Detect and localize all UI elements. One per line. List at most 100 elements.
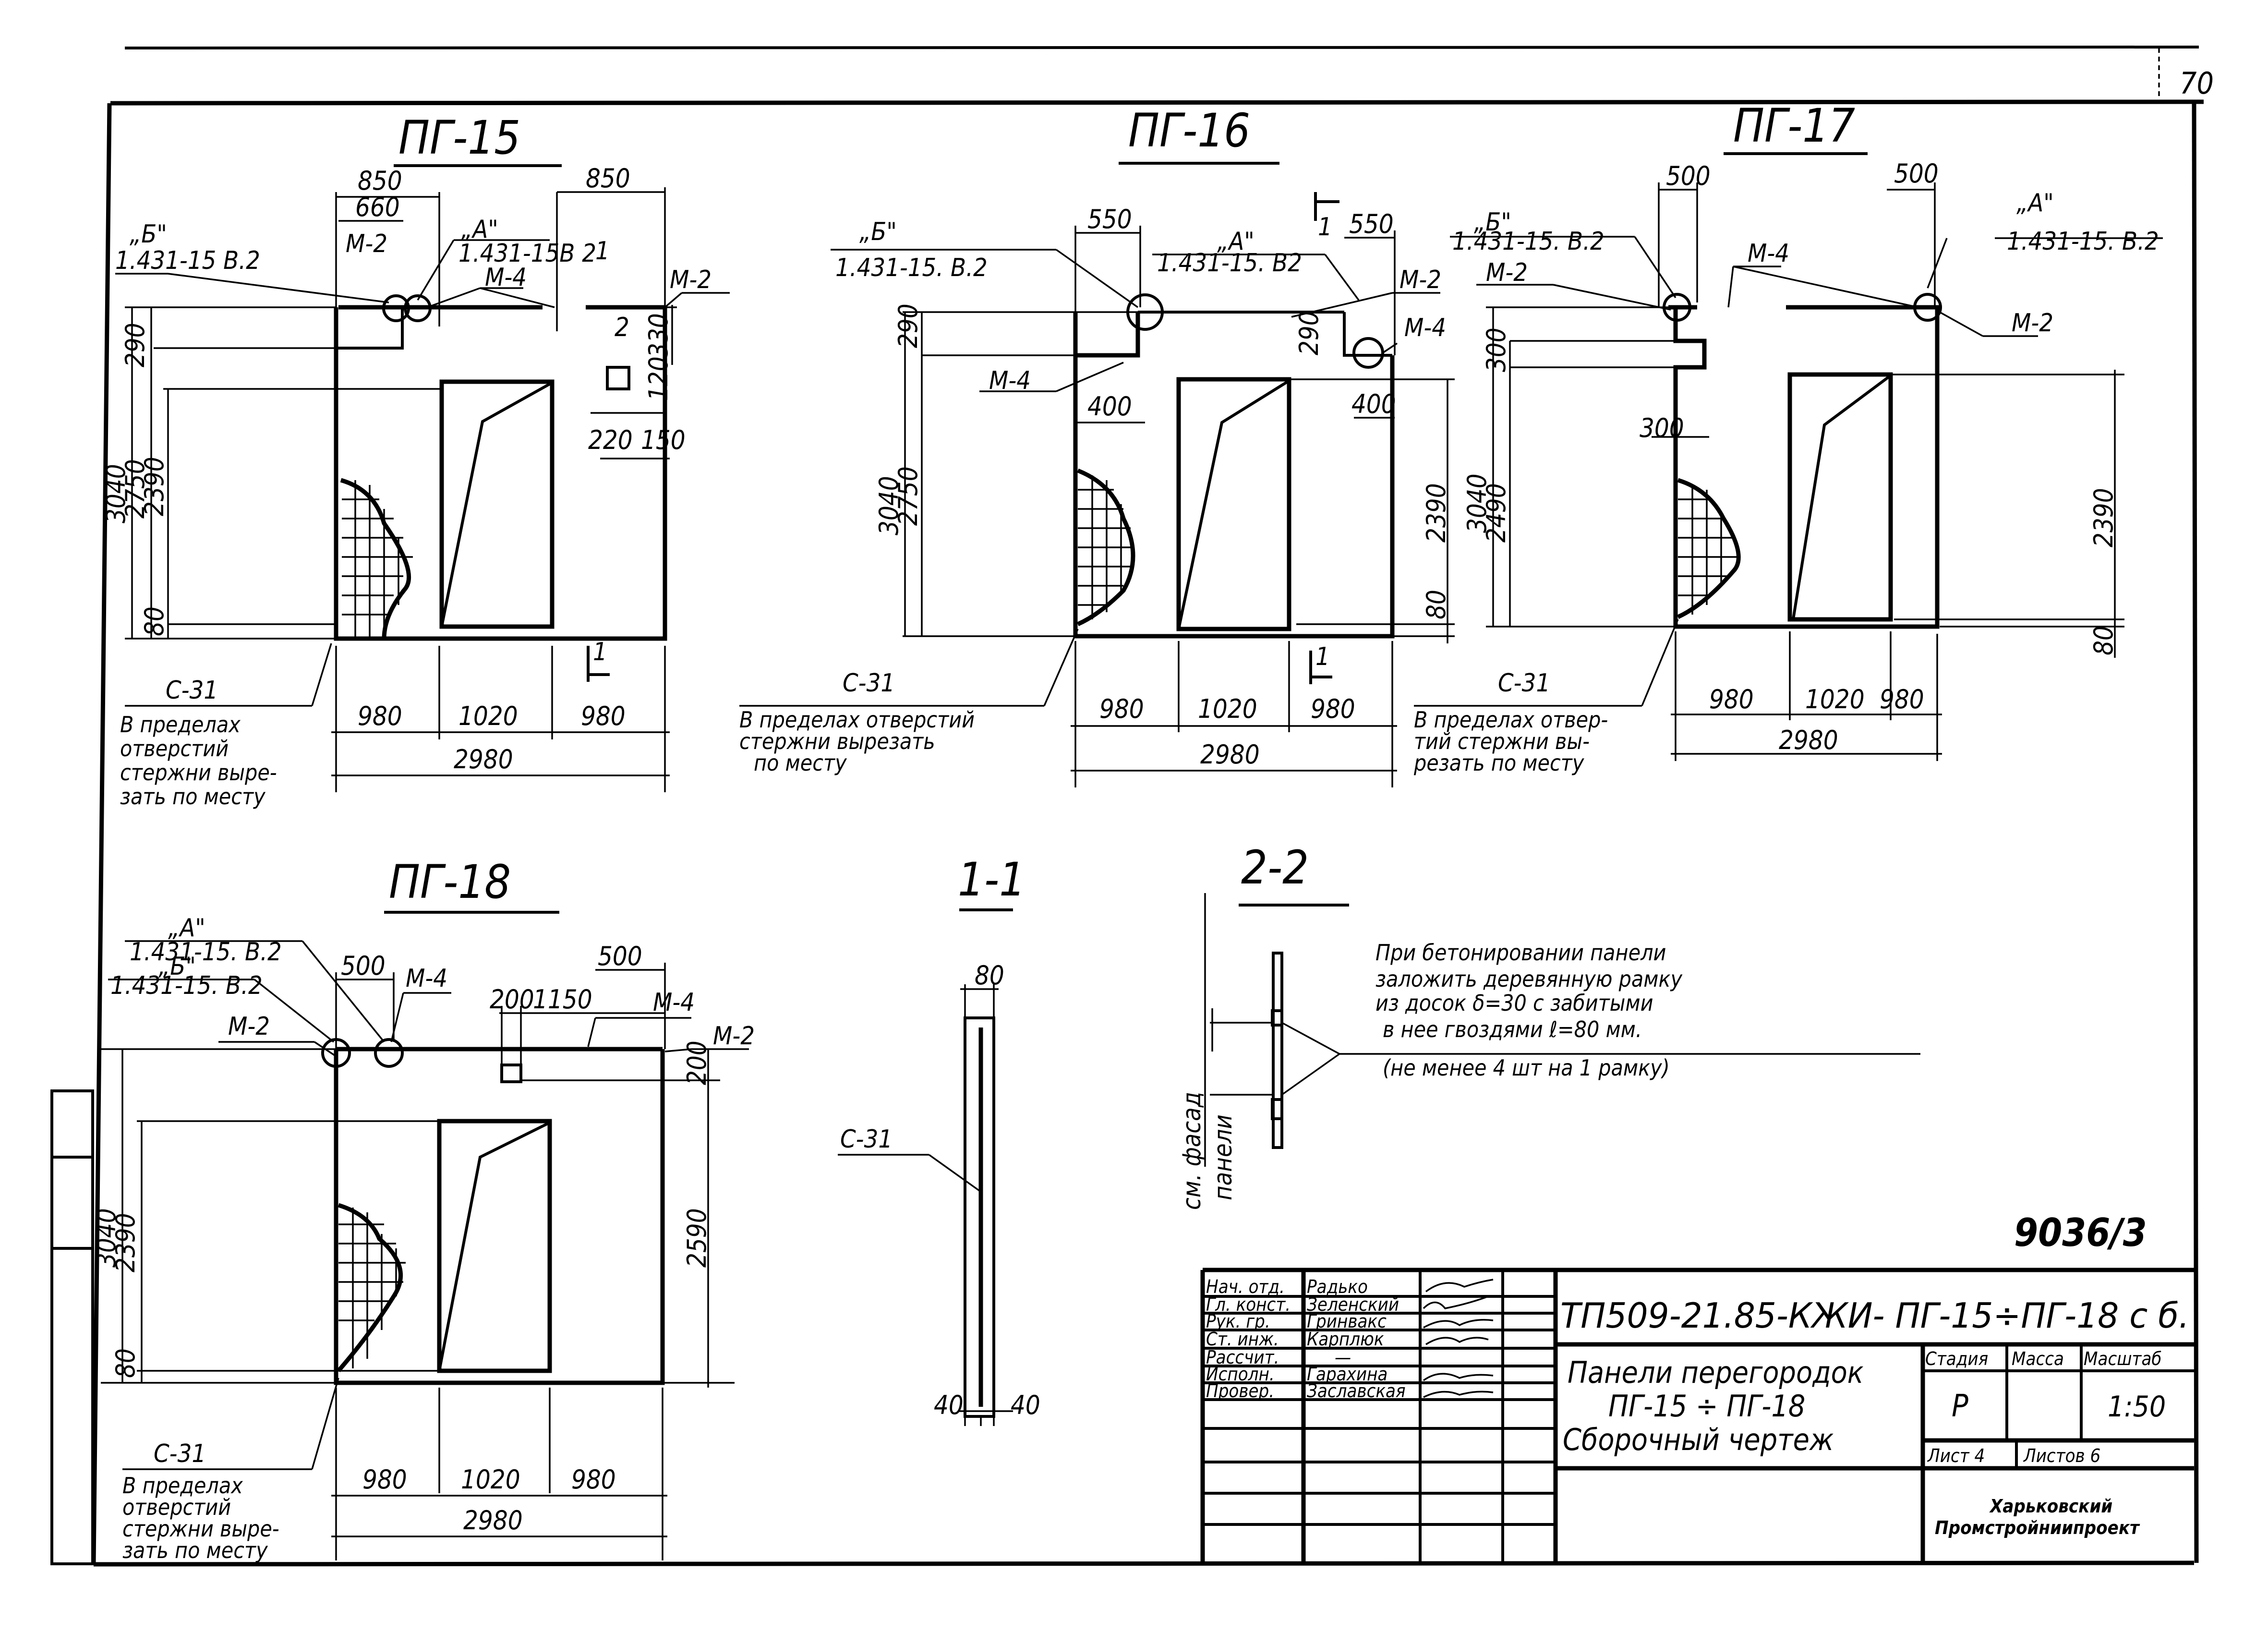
label-m2-left: М-2 <box>346 230 387 258</box>
dim: 980 <box>362 1464 407 1495</box>
mass-header: Масса <box>2012 1348 2064 1369</box>
role: Нач. отд. <box>1206 1276 1285 1297</box>
callout-a-ref: 1.431-15В 2 <box>458 239 596 268</box>
signatures <box>1423 1279 1494 1398</box>
stage-value: Р <box>1952 1389 1968 1424</box>
dim: 40 <box>1011 1390 1040 1420</box>
label-m2-left: М-2 <box>1486 258 1528 287</box>
callout-b-mark: „Б" <box>158 952 196 981</box>
dim: 80 <box>975 960 1004 991</box>
dim: 300 <box>1481 327 1511 372</box>
panel-pg16: ПГ-16 „Б" 1.431-15. В.2 „А" 1.431-15. В2… <box>739 104 1455 787</box>
svg-text:зать по месту: зать по месту <box>122 1537 268 1563</box>
svg-text:в нее гвоздями ℓ=80 мм.: в нее гвоздями ℓ=80 мм. <box>1383 1016 1642 1042</box>
mesh-hatch <box>337 1203 406 1372</box>
callout-a-mark: „А" <box>2016 189 2054 218</box>
svg-text:В пределах: В пределах <box>122 1473 243 1499</box>
dim: 500 <box>1666 161 1711 191</box>
dim: 850 <box>586 163 630 193</box>
callout-a-mark: „А" <box>168 914 205 943</box>
dim: 290 <box>1294 311 1324 355</box>
dim-total: 2980 <box>463 1505 523 1535</box>
svg-text:зать по месту: зать по месту <box>120 784 265 810</box>
label-m4: М-4 <box>485 263 527 292</box>
dim: 400 <box>1351 389 1396 419</box>
svg-text:Панели перегородок: Панели перегородок <box>1568 1355 1864 1390</box>
section-1-mark: 1 <box>1318 213 1332 242</box>
signature-rows: Нач. отд. Радько Гл. конст. Зеленский Ру… <box>1206 1276 1406 1402</box>
svg-text:стержни выре-: стержни выре- <box>120 760 277 786</box>
dim: 2590 <box>682 1208 712 1268</box>
dim: 2390 <box>110 1213 141 1272</box>
panel-title: ПГ-18 <box>389 855 511 909</box>
label-m2-right: М-2 <box>2012 309 2053 338</box>
svg-text:В пределах отверстий: В пределах отверстий <box>739 707 975 733</box>
dim: 220 <box>588 425 633 455</box>
mesh-hatch <box>1677 478 1741 619</box>
label-m4-left: М-4 <box>406 964 447 993</box>
svg-text:(не менее 4 шт на 1 рамку): (не менее 4 шт на 1 рамку) <box>1383 1055 1670 1081</box>
callout-a-ref: 1.431-15. В.2 <box>2007 227 2159 256</box>
label-c31: С-31 <box>843 669 895 698</box>
dim: 500 <box>1894 158 1939 189</box>
callout-b-ref: 1.431-15 В.2 <box>115 246 260 275</box>
title-block: Нач. отд. Радько Гл. конст. Зеленский Ру… <box>1200 1268 2194 1563</box>
callout-b-ref: 1.431-15. В.2 <box>110 971 263 1000</box>
stage-header: Стадия <box>1925 1348 1988 1369</box>
label-c31: С-31 <box>840 1125 893 1154</box>
dim: 2490 <box>1481 483 1511 543</box>
dim: 980 <box>1709 684 1754 714</box>
archive-number: 9036/3 <box>2014 1210 2147 1255</box>
page-number: 70 <box>2180 66 2214 101</box>
role: Провер. <box>1206 1380 1274 1402</box>
svg-text:по месту: по месту <box>754 750 847 776</box>
dim: 660 <box>355 192 400 222</box>
dim: 3040 <box>1462 473 1492 533</box>
dim: 3040 <box>101 464 131 523</box>
panel-pg18: ПГ-18 „А" 1.431-15. В.2 „Б" 1.431-15. В.… <box>91 855 755 1563</box>
svg-text:Харьковский: Харьковский <box>1989 1496 2112 1517</box>
label-m2-right: М-2 <box>713 1022 755 1051</box>
svg-text:стержни выре-: стержни выре- <box>122 1516 279 1542</box>
section-title: 1-1 <box>958 853 1025 907</box>
mesh-hatch <box>1077 468 1135 627</box>
dim: 290 <box>120 323 150 367</box>
callout-b-ref: 1.431-15. В.2 <box>835 254 988 282</box>
dim: 120 <box>643 356 674 401</box>
dim: 3040 <box>874 476 904 535</box>
callout-b-mark: „Б" <box>130 220 167 249</box>
name: Гринвакс <box>1307 1311 1387 1332</box>
panel-note: В пределах отвер- тий стержни вы- резать… <box>1413 707 1608 776</box>
role: Ст. инж. <box>1206 1329 1279 1350</box>
dim: 300 <box>1640 413 1684 443</box>
panel-pg15: ПГ-15 „Б" 1.431-15 В.2 „А" 1.431-15В 2 М… <box>101 111 730 810</box>
title-block-grid <box>1203 1295 1556 1526</box>
section-2-mark: 2 <box>615 312 629 342</box>
dim: 2390 <box>1421 483 1451 543</box>
dim: 150 <box>641 425 686 455</box>
dim: 850 <box>358 166 402 196</box>
dim: 80 <box>139 606 169 636</box>
callout-b-ref: 1.431-15. В.2 <box>1452 227 1604 256</box>
dim: 1020 <box>458 701 518 731</box>
svg-text:Промстройниипроект: Промстройниипроект <box>1935 1517 2140 1538</box>
dim: 1020 <box>1805 684 1865 714</box>
panel-note: В пределах отверстий стержни выре- зать … <box>120 712 277 810</box>
dim: 80 <box>110 1348 141 1378</box>
section-1-mark: 1 <box>1315 642 1330 671</box>
sheet-count: Листов 6 <box>2023 1445 2100 1466</box>
callout-b-mark: „Б" <box>1474 208 1511 237</box>
organization: Харьковский Промстройниипроект <box>1935 1496 2140 1538</box>
name: — <box>1335 1347 1351 1368</box>
dim: 500 <box>341 951 386 981</box>
section-2-2: 2-2 см. фасад панели При бетонировании п… <box>1178 841 1920 1210</box>
document-code: ТП509-21.85-КЖИ- ПГ-15÷ПГ-18 с б. <box>1560 1295 2189 1336</box>
panel-note: В пределах отверстий стержни вырезать по… <box>739 707 975 776</box>
panel-title: ПГ-17 <box>1733 99 1855 153</box>
svg-text:При бетонировании панели: При бетонировании панели <box>1375 940 1666 966</box>
dim: 290 <box>893 303 923 348</box>
dim: 3040 <box>91 1208 121 1268</box>
dim: 80 <box>2088 626 2119 655</box>
label-c31: С-31 <box>166 676 218 705</box>
